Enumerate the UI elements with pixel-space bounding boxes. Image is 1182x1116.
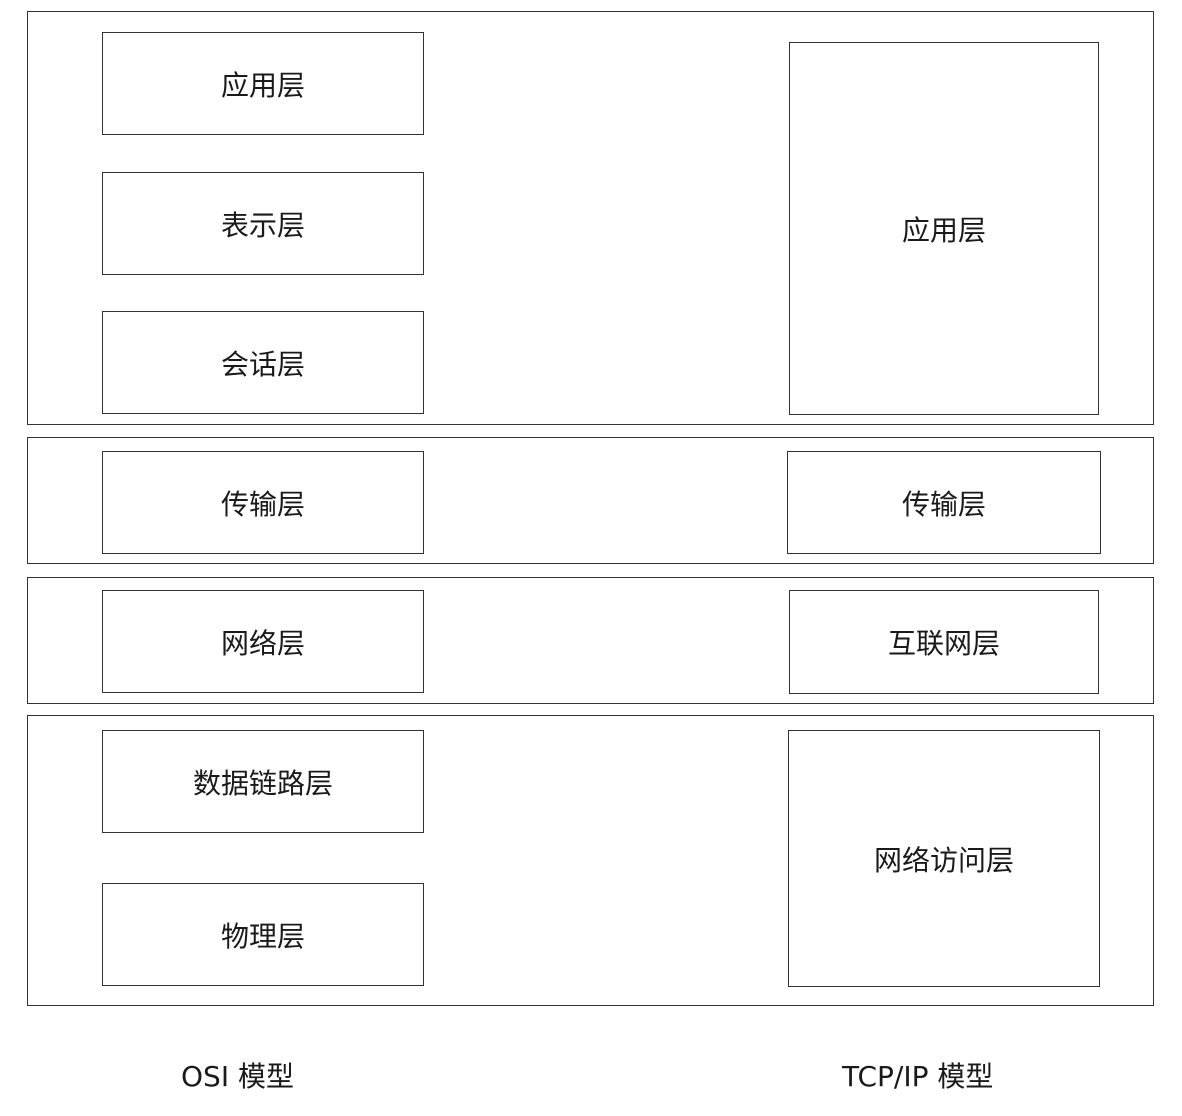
group-application <box>27 11 1154 425</box>
tcpip-layer-network-access: 网络访问层 <box>788 730 1100 987</box>
osi-layer-data-link: 数据链路层 <box>102 730 424 833</box>
tcpip-layer-internet: 互联网层 <box>789 590 1099 694</box>
tcpip-layer-application: 应用层 <box>789 42 1099 415</box>
osi-layer-network: 网络层 <box>102 590 424 693</box>
group-network <box>27 577 1154 704</box>
group-link <box>27 715 1154 1006</box>
osi-layer-session: 会话层 <box>102 311 424 414</box>
group-transport <box>27 437 1154 564</box>
osi-layer-application: 应用层 <box>102 32 424 135</box>
osi-caption: OSI 模型 <box>181 1060 294 1093</box>
osi-layer-presentation: 表示层 <box>102 172 424 275</box>
tcpip-layer-transport: 传输层 <box>787 451 1101 554</box>
tcpip-caption: TCP/IP 模型 <box>842 1060 994 1093</box>
osi-layer-physical: 物理层 <box>102 883 424 986</box>
osi-layer-transport: 传输层 <box>102 451 424 554</box>
